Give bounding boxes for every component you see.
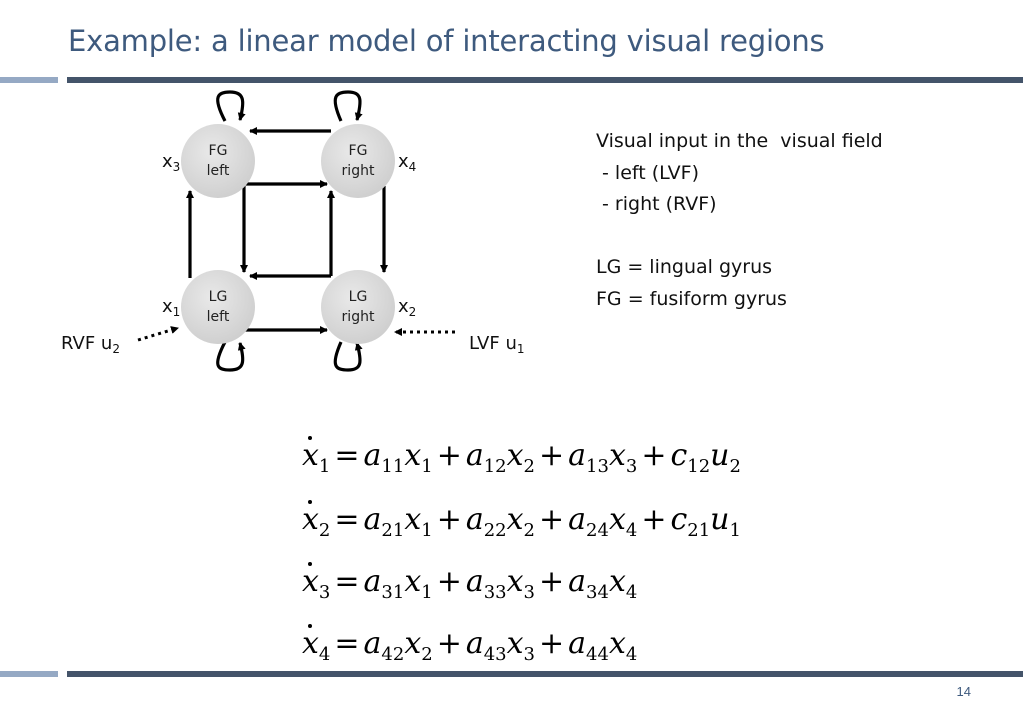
node-lg-right-line1: LG <box>348 288 368 305</box>
node-lg-left-line2: left <box>206 309 230 325</box>
label-x1: x1 <box>162 296 181 319</box>
node-lg-left-line1: LG <box>208 288 228 305</box>
selfloop-lgright <box>333 341 363 372</box>
footer-rule-accent <box>0 671 58 677</box>
node-fg-right-line1: FG <box>348 142 368 159</box>
label-lvf-input: LVF u1 <box>469 333 525 356</box>
info-line: FG = fusiform gyrus <box>596 287 787 310</box>
footer-rule <box>67 671 1023 677</box>
node-lg-right: LG right <box>321 270 395 344</box>
page-number: 14 <box>956 684 971 699</box>
label-x2: x2 <box>398 296 417 319</box>
node-lg-left: LG left <box>181 270 255 344</box>
legend-text: Visual input in the visual field - left … <box>596 126 883 315</box>
node-fg-left: FG left <box>181 124 255 198</box>
info-line: LG = lingual gyrus <box>596 256 773 278</box>
input-rvf-arrow <box>137 326 179 342</box>
node-fg-right: FG right <box>321 124 395 198</box>
equation-2: x2=a21x1+a22x2+a24x4+c21u1 <box>302 502 741 541</box>
info-line <box>596 221 883 253</box>
slide-title: Example: a linear model of interacting v… <box>68 24 825 58</box>
equation-1: x1=a11x1+a12x2+a13x3+c12u2 <box>302 438 741 477</box>
equation-4: x4=a42x2+a43x3+a44x4 <box>302 626 638 665</box>
label-x3: x3 <box>162 151 181 174</box>
node-fg-left-line2: left <box>206 163 230 179</box>
node-fg-left-line1: FG <box>208 142 228 159</box>
title-rule <box>67 77 1023 83</box>
selfloop-fgleft <box>216 90 246 122</box>
title-rule-accent <box>0 77 58 83</box>
label-x4: x4 <box>398 151 417 174</box>
label-rvf-input: RVF u2 <box>61 333 120 356</box>
equation-3: x3=a31x1+a33x3+a34x4 <box>302 564 638 603</box>
info-line: Visual input in the visual field <box>596 130 883 152</box>
node-fg-right-line2: right <box>341 163 375 179</box>
selfloop-lgleft <box>216 341 246 372</box>
selfloop-fgright <box>333 90 363 122</box>
info-line: - right (RVF) <box>596 193 717 215</box>
node-lg-right-line2: right <box>341 309 375 325</box>
info-line: - left (LVF) <box>596 161 699 184</box>
